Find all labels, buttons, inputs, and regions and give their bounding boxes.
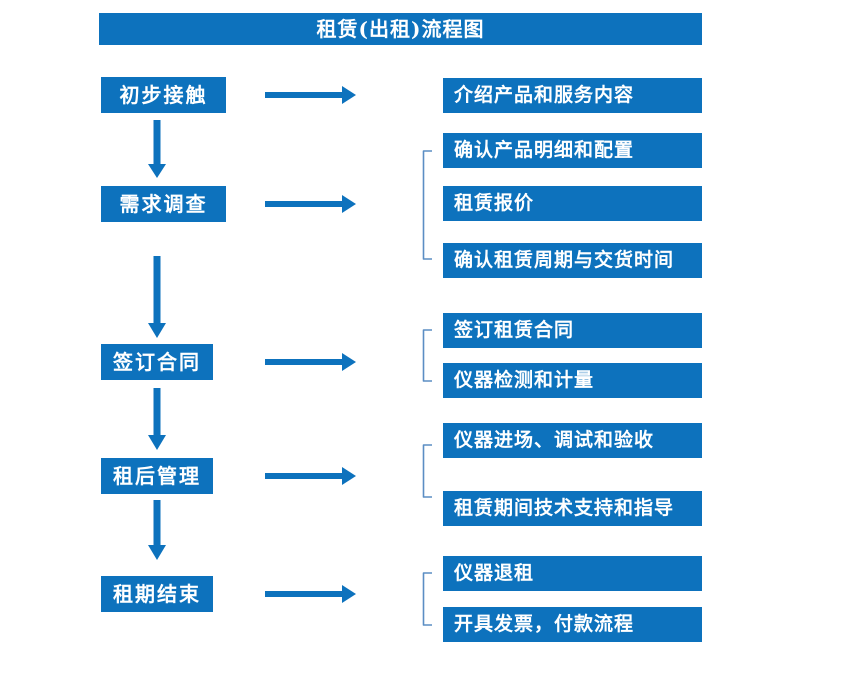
flow-step-sign-contract: 签订合同 xyxy=(101,344,213,380)
right-arrow-icon xyxy=(265,353,356,371)
flow-detail-sign-lease-contract: 签订租赁合同 xyxy=(443,313,702,348)
flow-detail-lease-tech-support: 租赁期间技术支持和指导 xyxy=(443,491,702,526)
flow-detail-introduce-products: 介绍产品和服务内容 xyxy=(443,78,702,113)
down-arrow-icon xyxy=(148,500,166,560)
flow-detail-confirm-product-details: 确认产品明细和配置 xyxy=(443,133,702,168)
right-arrow-icon xyxy=(265,467,356,485)
flow-step-lease-end: 租期结束 xyxy=(101,576,213,612)
flow-detail-instrument-inspection: 仪器检测和计量 xyxy=(443,363,702,398)
down-arrow-icon xyxy=(148,388,166,450)
flow-detail-instrument-setup-acceptance: 仪器进场、调试和验收 xyxy=(443,423,702,458)
flow-detail-instrument-return: 仪器退租 xyxy=(443,556,702,591)
bracket-connector xyxy=(422,150,432,260)
flow-detail-invoice-payment: 开具发票，付款流程 xyxy=(443,607,702,642)
down-arrow-icon xyxy=(148,256,166,338)
flow-step-initial-contact: 初步接触 xyxy=(101,77,226,113)
flow-step-demand-survey: 需求调查 xyxy=(101,186,226,222)
down-arrow-icon xyxy=(148,120,166,178)
flow-step-post-rental-management: 租后管理 xyxy=(101,458,213,494)
right-arrow-icon xyxy=(265,195,356,213)
flow-detail-confirm-lease-term-delivery: 确认租赁周期与交货时间 xyxy=(443,243,702,278)
bracket-connector xyxy=(422,329,432,382)
right-arrow-icon xyxy=(265,86,356,104)
page-title: 租赁(出租)流程图 xyxy=(99,13,702,45)
flow-detail-rental-quote: 租赁报价 xyxy=(443,186,702,221)
right-arrow-icon xyxy=(265,585,356,603)
bracket-connector xyxy=(422,444,432,498)
bracket-connector xyxy=(422,572,432,626)
